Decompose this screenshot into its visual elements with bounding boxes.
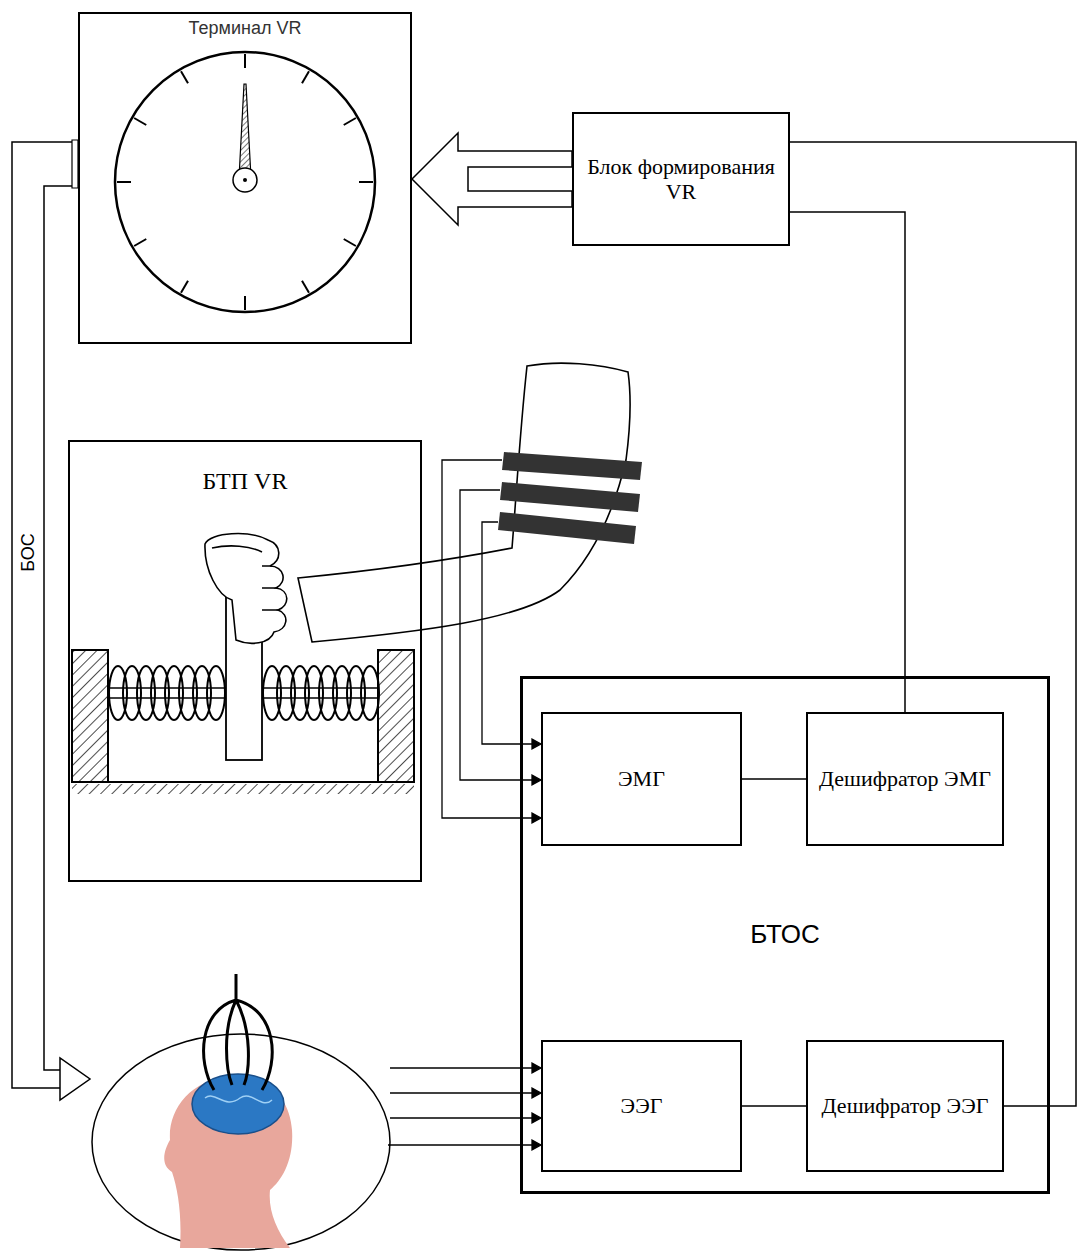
node-text: БТП VR <box>203 468 288 496</box>
emg-electrode-wires <box>442 460 541 823</box>
node-text: ЭМГ <box>618 766 665 791</box>
node-text: Дешифратор ЭЭГ <box>822 1093 989 1118</box>
process-box: ЭЭГ <box>541 1040 742 1172</box>
signal-arrow <box>742 1105 806 1107</box>
head-with-eeg-cap <box>92 974 390 1250</box>
device-box: БТП VR <box>68 440 422 882</box>
signal-arrow <box>742 778 806 780</box>
dial-gauge <box>115 52 375 312</box>
hollow-arrow <box>412 133 572 225</box>
feedback-label: БОС <box>16 532 41 573</box>
signal-arrow <box>790 212 905 712</box>
process-box: Дешифратор ЭЭГ <box>806 1040 1004 1172</box>
eeg-electrode-wires <box>388 1063 541 1150</box>
terminal-box: Терминал VR <box>78 12 412 344</box>
node-text: ЭЭГ <box>621 1093 663 1118</box>
node-text: Терминал VR <box>189 18 302 39</box>
signal-arrow <box>790 142 1076 1106</box>
group-box: БТОС ЭМГ Дешифратор ЭМГ ЭЭГ Дешифратор ЭЭГ <box>520 676 1050 1194</box>
node-text: Блок формирования VR <box>582 154 780 205</box>
node-text: Дешифратор ЭМГ <box>819 766 991 791</box>
arm-illustration <box>205 363 642 643</box>
process-box: Блок формирования VR <box>572 112 790 246</box>
node-text: БТОС <box>750 920 820 950</box>
process-box: Дешифратор ЭМГ <box>806 712 1004 846</box>
process-box: ЭМГ <box>541 712 742 846</box>
